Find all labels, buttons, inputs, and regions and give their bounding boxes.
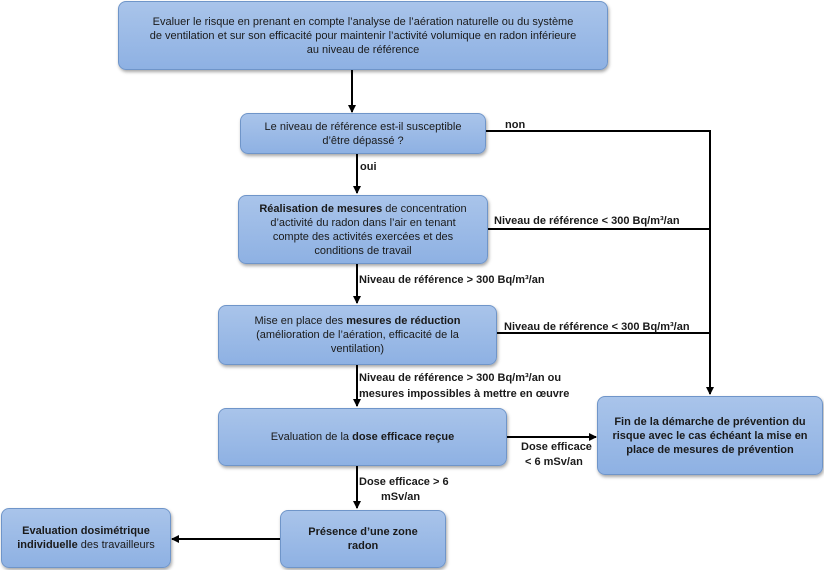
label-niveau-inf-2: Niveau de référence < 300 Bq/m³/an bbox=[504, 321, 690, 333]
label-niveau-sup-2-line2: mesures impossibles à mettre en œuvre bbox=[359, 388, 570, 400]
box-dosimetrique-text: des travailleurs bbox=[77, 539, 155, 551]
box-mesures-reduction: Mise en place des mesures de réduction (… bbox=[218, 305, 497, 365]
label-niveau-sup-1: Niveau de référence > 300 Bq/m³/an bbox=[359, 274, 545, 286]
box-dose-bold: dose efficace reçue bbox=[352, 431, 455, 443]
box-evaluation-dose: Evaluation de la dose efficace reçue bbox=[218, 408, 507, 466]
label-dose-inf-line2: < 6 mSv/an bbox=[525, 456, 583, 468]
box-evaluer-text: Evaluer le risque en prenant en compte l… bbox=[149, 15, 577, 56]
label-dose-sup-line1: Dose efficace > 6 bbox=[359, 476, 449, 488]
box-mesures-bold: Réalisation de mesures bbox=[259, 202, 383, 215]
label-oui: oui bbox=[360, 161, 377, 173]
box-fin-text: Fin de la démarche de prévention du risq… bbox=[612, 415, 808, 456]
label-dose-sup-line2: mSv/an bbox=[381, 491, 421, 503]
box-reduction-bold: mesures de réduction bbox=[346, 315, 461, 327]
box-question-text: Le niveau de référence est-il susceptibl… bbox=[264, 120, 462, 147]
box-reduction-prefix: Mise en place des bbox=[254, 315, 347, 327]
line-non-to-fin bbox=[486, 130, 714, 395]
box-zone-radon: Présence d’une zone radon bbox=[280, 510, 446, 568]
box-mesures-text: de concentration d’activité du radon dan… bbox=[270, 202, 467, 257]
label-non: non bbox=[505, 119, 526, 131]
label-niveau-sup-2-line1: Niveau de référence > 300 Bq/m³/an ou bbox=[359, 372, 562, 384]
label-niveau-inf-1: Niveau de référence < 300 Bq/m³/an bbox=[494, 215, 680, 227]
box-evaluation-dosimetrique: Evaluation dosimétrique individuelle des… bbox=[1, 508, 171, 568]
box-zone-bold: Présence d’une zone radon bbox=[308, 526, 418, 552]
box-question-niveau: Le niveau de référence est-il susceptibl… bbox=[240, 113, 486, 154]
label-dose-inf-line1: Dose efficace bbox=[521, 441, 592, 453]
box-dose-prefix: Evaluation de la bbox=[270, 431, 353, 443]
box-reduction-text: (amélioration de l’aération, efficacité … bbox=[256, 329, 459, 355]
box-evaluer-risque: Evaluer le risque en prenant en compte l… bbox=[118, 1, 608, 70]
box-fin-demarche: Fin de la démarche de prévention du risq… bbox=[597, 396, 823, 475]
box-realisation-mesures: Réalisation de mesures de concentration … bbox=[238, 195, 488, 264]
box-dosimetrique-bold: Evaluation dosimétrique individuelle bbox=[17, 525, 150, 551]
